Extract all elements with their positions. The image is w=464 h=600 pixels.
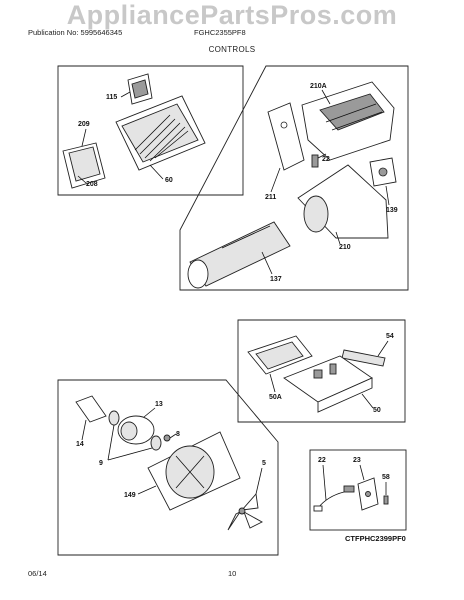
callout-50: 50 — [373, 407, 381, 414]
callout-60: 60 — [165, 177, 173, 184]
callout-149: 149 — [124, 492, 136, 499]
part-54-strip[interactable] — [341, 349, 386, 367]
part-115-shade — [131, 79, 149, 99]
part-210-opening — [303, 195, 329, 233]
callout-14: 14 — [76, 441, 84, 448]
part-210A-ribs — [325, 103, 383, 131]
part-50-relay — [329, 363, 337, 375]
publication-number: Publication No: 5995646345 — [28, 28, 123, 37]
callout-13: 13 — [155, 401, 163, 408]
part-137-cap — [187, 259, 209, 289]
part-137-seam — [221, 225, 271, 249]
part-50-box[interactable] — [283, 355, 373, 403]
section-title: CONTROLS — [208, 45, 256, 54]
callout-8: 8 — [176, 431, 180, 438]
callout-209: 209 — [78, 121, 90, 128]
callout-137: 137 — [270, 276, 282, 283]
callout-139: 139 — [386, 207, 398, 214]
part-5-hub — [238, 507, 246, 515]
part-14-bracket[interactable] — [75, 395, 107, 423]
callout-22-top: 22 — [322, 156, 330, 163]
part-60-face — [121, 103, 199, 163]
part-211-bracket[interactable] — [267, 102, 305, 171]
part-22-connector — [313, 505, 323, 512]
callout-210A: 210A — [310, 83, 327, 90]
page-number: 10 — [228, 569, 237, 578]
part-22-sensor[interactable] — [311, 154, 319, 168]
part-209-inner — [68, 146, 101, 182]
callout-9: 9 — [99, 460, 103, 467]
footer-date: 06/14 — [28, 569, 47, 578]
frame-bottom-left — [57, 379, 279, 556]
callout-210: 210 — [339, 244, 351, 251]
callout-22-bottom: 22 — [318, 457, 326, 464]
part-50-component — [313, 369, 323, 379]
callout-211: 211 — [265, 194, 276, 201]
frame-top-right — [179, 65, 409, 291]
callout-58: 58 — [382, 474, 390, 481]
part-58-screw[interactable] — [383, 495, 389, 505]
part-50A-inner — [255, 341, 304, 370]
callout-208: 208 — [86, 181, 98, 188]
watermark: AppliancePartsPros.com — [66, 0, 398, 30]
callout-54: 54 — [386, 333, 394, 340]
callout-50A: 50A — [269, 394, 282, 401]
part-210A-dark — [319, 93, 385, 131]
figure-code: CTFPHC2399PF0 — [345, 534, 406, 543]
part-149-guard — [175, 455, 205, 489]
part-13-face — [120, 421, 138, 441]
part-22-sensor-b[interactable] — [343, 485, 355, 493]
frame-bottom-right — [309, 449, 407, 531]
part-5-fan-blade[interactable] — [227, 492, 263, 531]
frame-top-left — [57, 65, 244, 196]
callout-5: 5 — [262, 460, 266, 467]
part-9-grommet-a[interactable] — [108, 410, 120, 426]
callout-115: 115 — [106, 94, 117, 101]
frame-middle-right — [237, 319, 406, 423]
part-8-screw[interactable] — [163, 434, 171, 442]
callout-23: 23 — [353, 457, 361, 464]
part-60-grille — [134, 114, 189, 162]
part-9-grommet-b[interactable] — [150, 435, 162, 451]
part-50-side — [317, 377, 373, 413]
model-number: FGHC2355PF8 — [194, 28, 246, 37]
